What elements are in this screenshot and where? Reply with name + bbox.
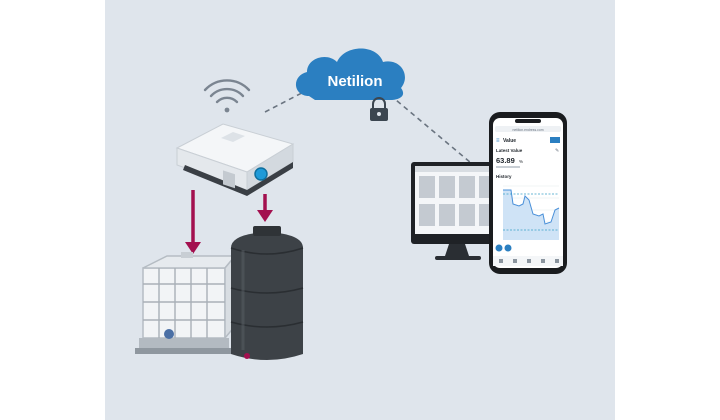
edit-icon: ✎ bbox=[555, 148, 559, 154]
gateway-device bbox=[175, 123, 295, 196]
netilion-cloud: Netilion bbox=[295, 48, 405, 121]
menu-icon: ≡ bbox=[496, 138, 500, 144]
measurement-arrows bbox=[185, 190, 273, 254]
iot-diagram: Netilion bbox=[105, 0, 615, 420]
brand-logo bbox=[550, 137, 560, 143]
water-tank bbox=[230, 226, 304, 360]
desktop-monitor bbox=[411, 162, 503, 260]
latest-value: 63.89 bbox=[496, 156, 515, 165]
phone-url: netilion.endress.com bbox=[512, 128, 543, 132]
tap-icon bbox=[244, 353, 250, 359]
status-led-icon bbox=[254, 167, 268, 181]
valve-icon bbox=[164, 329, 174, 339]
phone-button-left[interactable] bbox=[495, 244, 503, 252]
lock-icon bbox=[370, 97, 388, 121]
latest-unit: % bbox=[519, 159, 523, 164]
history-label: History bbox=[496, 174, 512, 179]
phone-app-title: Value bbox=[503, 138, 516, 144]
cloud-phone-link bbox=[389, 94, 478, 169]
ibc-container bbox=[135, 252, 237, 354]
latest-value-label: Latest Value bbox=[496, 148, 523, 153]
history-chart bbox=[503, 185, 560, 240]
wifi-icon bbox=[203, 79, 251, 113]
bottom-nav-icons bbox=[499, 259, 559, 263]
smartphone: netilion.endress.com ≡ Value Latest Valu… bbox=[489, 112, 567, 274]
phone-button-right[interactable] bbox=[504, 244, 512, 252]
cloud-label: Netilion bbox=[328, 73, 383, 90]
